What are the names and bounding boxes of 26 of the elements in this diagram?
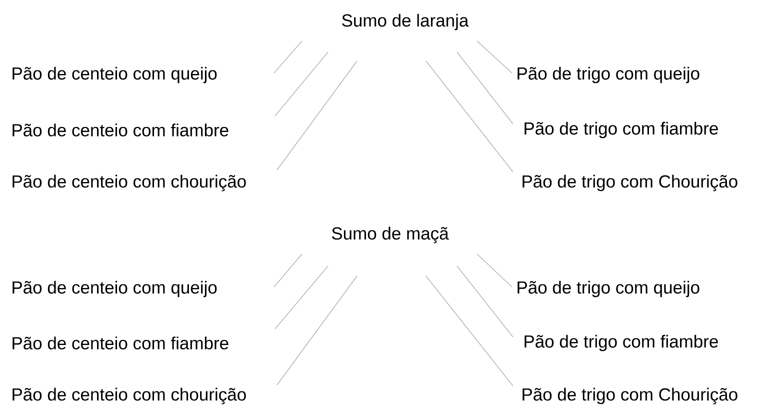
item-label: Pão de trigo com Chourição [522, 174, 738, 192]
branch-line [426, 276, 514, 386]
branch-line [456, 52, 514, 124]
item-label: Pão de centeio com fiambre [12, 124, 228, 136]
item-label: Pão de centeio com chourição [12, 388, 246, 404]
root-label: Sumo de laranja [342, 14, 469, 30]
branch-line [476, 254, 512, 288]
branch-line [274, 254, 302, 288]
branch-line [274, 52, 328, 116]
item-label: Pão de trigo com Chourição [522, 388, 738, 404]
item-label: Pão de trigo com fiambre [524, 122, 718, 138]
branch-line [456, 266, 514, 338]
branch-line [476, 40, 512, 74]
branch-line [276, 60, 358, 170]
branch-line [276, 276, 358, 386]
item-label: Pão de trigo com queijo [518, 66, 700, 84]
item-label: Pão de trigo com fiambre [524, 334, 718, 352]
item-label: Pão de trigo com queijo [518, 280, 700, 298]
item-label: Pão de centeio com fiambre [12, 336, 228, 350]
root-label: Sumo de maçã [332, 226, 449, 244]
branch-line [426, 60, 514, 172]
branch-line [274, 266, 328, 330]
item-label: Pão de centeio com queijo [12, 280, 217, 298]
item-label: Pão de centeio com queijo [12, 66, 217, 84]
item-label: Pão de centeio com chourição [12, 174, 246, 192]
branch-line [274, 40, 302, 74]
